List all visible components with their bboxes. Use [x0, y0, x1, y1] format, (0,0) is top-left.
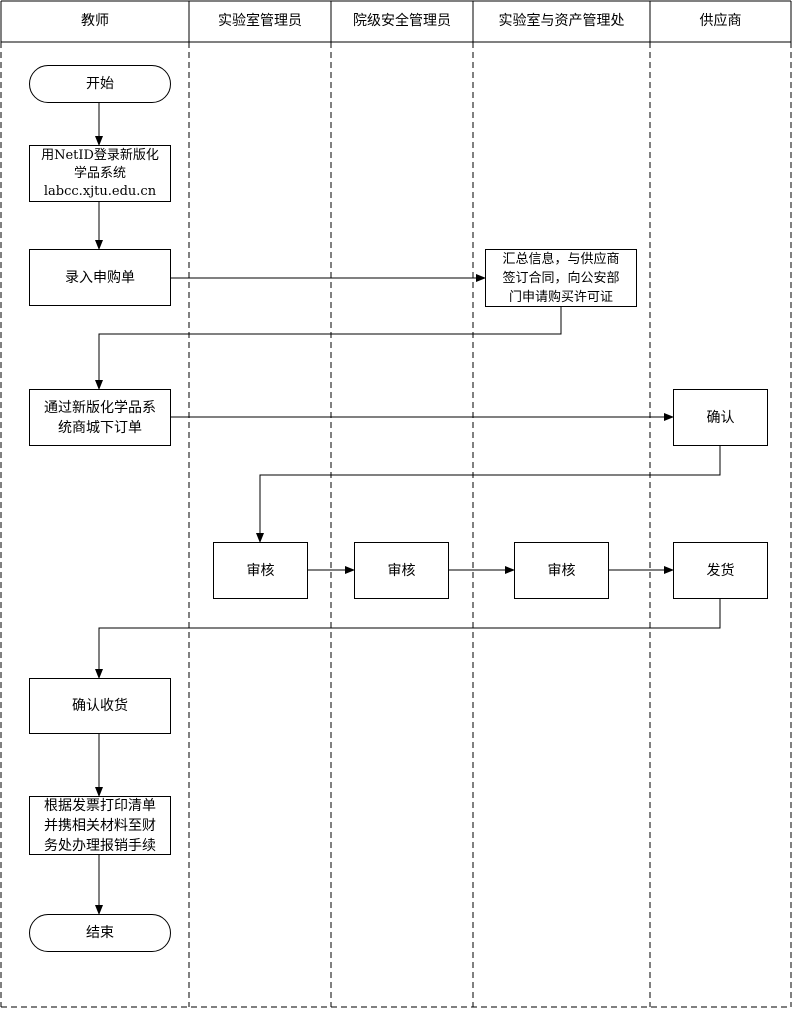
review-step-lab-admin: 审核 — [213, 542, 308, 599]
login-step: 用NetID登录新版化 学品系统 labcc.xjtu.edu.cn — [29, 145, 171, 202]
reimburse-step: 根据发票打印清单 并携相关材料至财 务处办理报销手续 — [29, 796, 171, 855]
order-label: 通过新版化学品系 统商城下订单 — [44, 399, 156, 436]
lane-header-college-safety-admin: 院级安全管理员 — [353, 13, 451, 29]
confirm-label: 确认 — [706, 409, 735, 426]
arrow-summary-order — [95, 307, 562, 390]
end-label: 结束 — [86, 925, 114, 941]
ship-label: 发货 — [706, 562, 735, 579]
request-label: 录入申购单 — [65, 269, 135, 286]
review1-label: 审核 — [246, 562, 275, 579]
review3-label: 审核 — [547, 562, 576, 579]
end-node: 结束 — [29, 914, 171, 952]
review-step-lab-asset-office: 审核 — [514, 542, 609, 599]
summary-step: 汇总信息，与供应商 签订合同，向公安部 门申请购买许可证 — [485, 249, 637, 307]
start-label: 开始 — [86, 76, 114, 92]
confirm-step: 确认 — [673, 389, 768, 446]
ship-step: 发货 — [673, 542, 768, 599]
review2-label: 审核 — [387, 562, 416, 579]
login-label: 用NetID登录新版化 学品系统 labcc.xjtu.edu.cn — [41, 147, 159, 199]
receive-step: 确认收货 — [29, 678, 171, 734]
order-step: 通过新版化学品系 统商城下订单 — [29, 389, 171, 446]
review-step-college-safety-admin: 审核 — [354, 542, 449, 599]
reimburse-label: 根据发票打印清单 并携相关材料至财 务处办理报销手续 — [44, 797, 156, 854]
lane-header-lab-asset-office: 实验室与资产管理处 — [498, 13, 625, 29]
receive-label: 确认收货 — [72, 698, 128, 714]
start-node: 开始 — [29, 65, 171, 103]
lane-header-supplier: 供应商 — [699, 13, 742, 29]
arrow-ship-receive — [95, 599, 721, 679]
lane-header-teacher: 教师 — [81, 13, 109, 29]
connectors — [95, 103, 721, 915]
lane-header-lab-admin: 实验室管理员 — [218, 13, 302, 29]
request-step: 录入申购单 — [29, 249, 171, 306]
arrow-confirm-review1 — [256, 446, 721, 543]
summary-label: 汇总信息，与供应商 签订合同，向公安部 门申请购买许可证 — [502, 251, 620, 305]
